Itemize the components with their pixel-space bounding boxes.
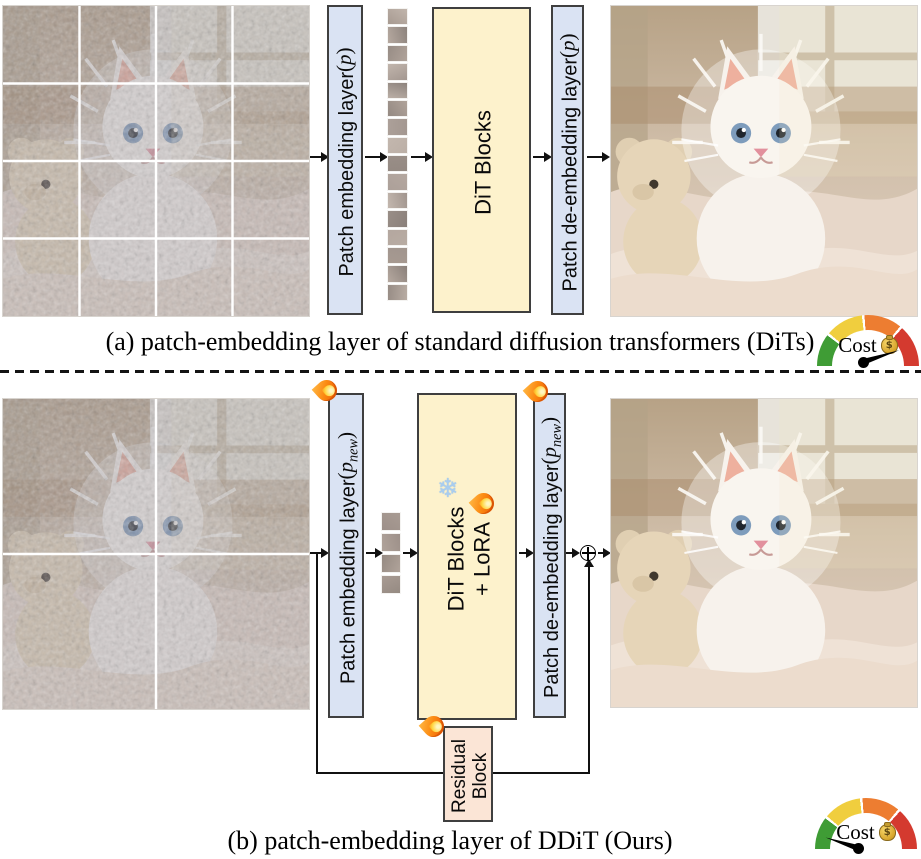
output-image-b [610, 398, 918, 708]
arrow-a-dit-to-deembed [533, 152, 552, 162]
image-token-patch [387, 118, 408, 136]
token-strip-a [387, 8, 408, 301]
arrow-b-deembed-to-sum [564, 548, 580, 558]
residual-block-label: Residual Block [448, 739, 491, 813]
gauge-pivot-a [857, 356, 869, 368]
image-token-patch [387, 63, 408, 81]
residual-block-box: Residual Block [443, 726, 493, 822]
patch-grid-overlay-2x2 [3, 399, 309, 709]
image-token-patch [387, 81, 408, 99]
image-token-patch [387, 99, 408, 118]
dit-blocks-label-b: DiT Blocks [442, 506, 468, 611]
caption-a: (a) patch-embedding layer of standard di… [105, 327, 815, 356]
image-token-patch [387, 246, 408, 265]
arrow-b-sum-to-image [598, 548, 611, 558]
image-token-patch [381, 554, 401, 573]
cost-gauge-b: Cost$ [815, 798, 917, 856]
image-token-patch [381, 533, 401, 552]
arrow-a-tokens-to-dit [411, 152, 433, 162]
input-noisy-image-b [2, 398, 310, 710]
cost-label-b: Cost [836, 820, 875, 844]
image-token-patch [387, 8, 408, 26]
patch-embed-box-b: Patch embedding layer (pnew) [328, 393, 364, 718]
image-token-patch [387, 44, 408, 63]
image-token-patch [387, 228, 408, 246]
lora-label-b: + LoRA [469, 521, 494, 596]
residual-path-right [588, 565, 590, 774]
patch-embed-box-a: Patch embedding layer(p) [327, 5, 363, 315]
image-token-patch [381, 575, 401, 594]
snowflake-icon: ❄ [437, 474, 459, 504]
dit-blocks-label-a: DiT Blocks [470, 109, 496, 215]
patch-embed-label-b: Patch embedding layer [337, 478, 359, 684]
arrow-a-image-to-embed [310, 152, 329, 162]
image-token-patch [387, 136, 408, 154]
input-noisy-image-a [2, 5, 310, 317]
token-strip-b [381, 512, 401, 594]
patch-deembed-box-a: Patch de-embedding layer(p) [551, 5, 584, 315]
arrow-b-embed-to-tokens [366, 548, 383, 558]
arrow-a-deembed-to-image [587, 152, 610, 162]
image-token-patch [387, 265, 408, 283]
image-token-patch [387, 283, 408, 301]
patch-deembed-label-a: Patch de-embedding layer [558, 57, 581, 291]
output-image-a [610, 5, 918, 317]
arrow-b-tokens-to-dit [403, 548, 418, 558]
patch-deembed-label-b: Patch de-embedding layer [540, 464, 563, 698]
dit-blocks-box-b: DiT Blocks + LoRA [417, 393, 517, 720]
caption-b: (b) patch-embedding layer of DDiT (Ours) [227, 826, 673, 855]
residual-arrowhead-up [584, 559, 594, 567]
arrow-b-dit-to-deembed [519, 548, 534, 558]
dit-blocks-box-a: DiT Blocks [432, 7, 531, 313]
residual-path-left [316, 553, 318, 773]
plus-circle-sum-node [580, 545, 596, 561]
image-token-patch [387, 26, 408, 44]
patch-deembed-box-b: Patch de-embedding layer (pnew) [533, 393, 566, 718]
dashed-divider [0, 370, 921, 373]
image-token-patch [387, 173, 408, 191]
image-token-patch [387, 191, 408, 210]
money-bag-icon: $ [880, 334, 898, 354]
gauge-pivot-b [852, 842, 864, 854]
arrow-a-embed-to-tokens [365, 152, 388, 162]
money-bag-icon: $ [878, 821, 896, 841]
image-token-patch [387, 210, 408, 228]
image-token-patch [387, 155, 408, 173]
patch-embed-label-a: Patch embedding layer [336, 71, 358, 277]
patch-grid-overlay-4x4 [3, 6, 309, 316]
arrow-b-image-to-embed [310, 548, 329, 558]
cost-label-a: Cost [838, 333, 877, 357]
image-token-patch [381, 512, 401, 531]
cost-gauge-a: Cost$ [817, 315, 919, 373]
gauge-arc-b [815, 798, 917, 849]
